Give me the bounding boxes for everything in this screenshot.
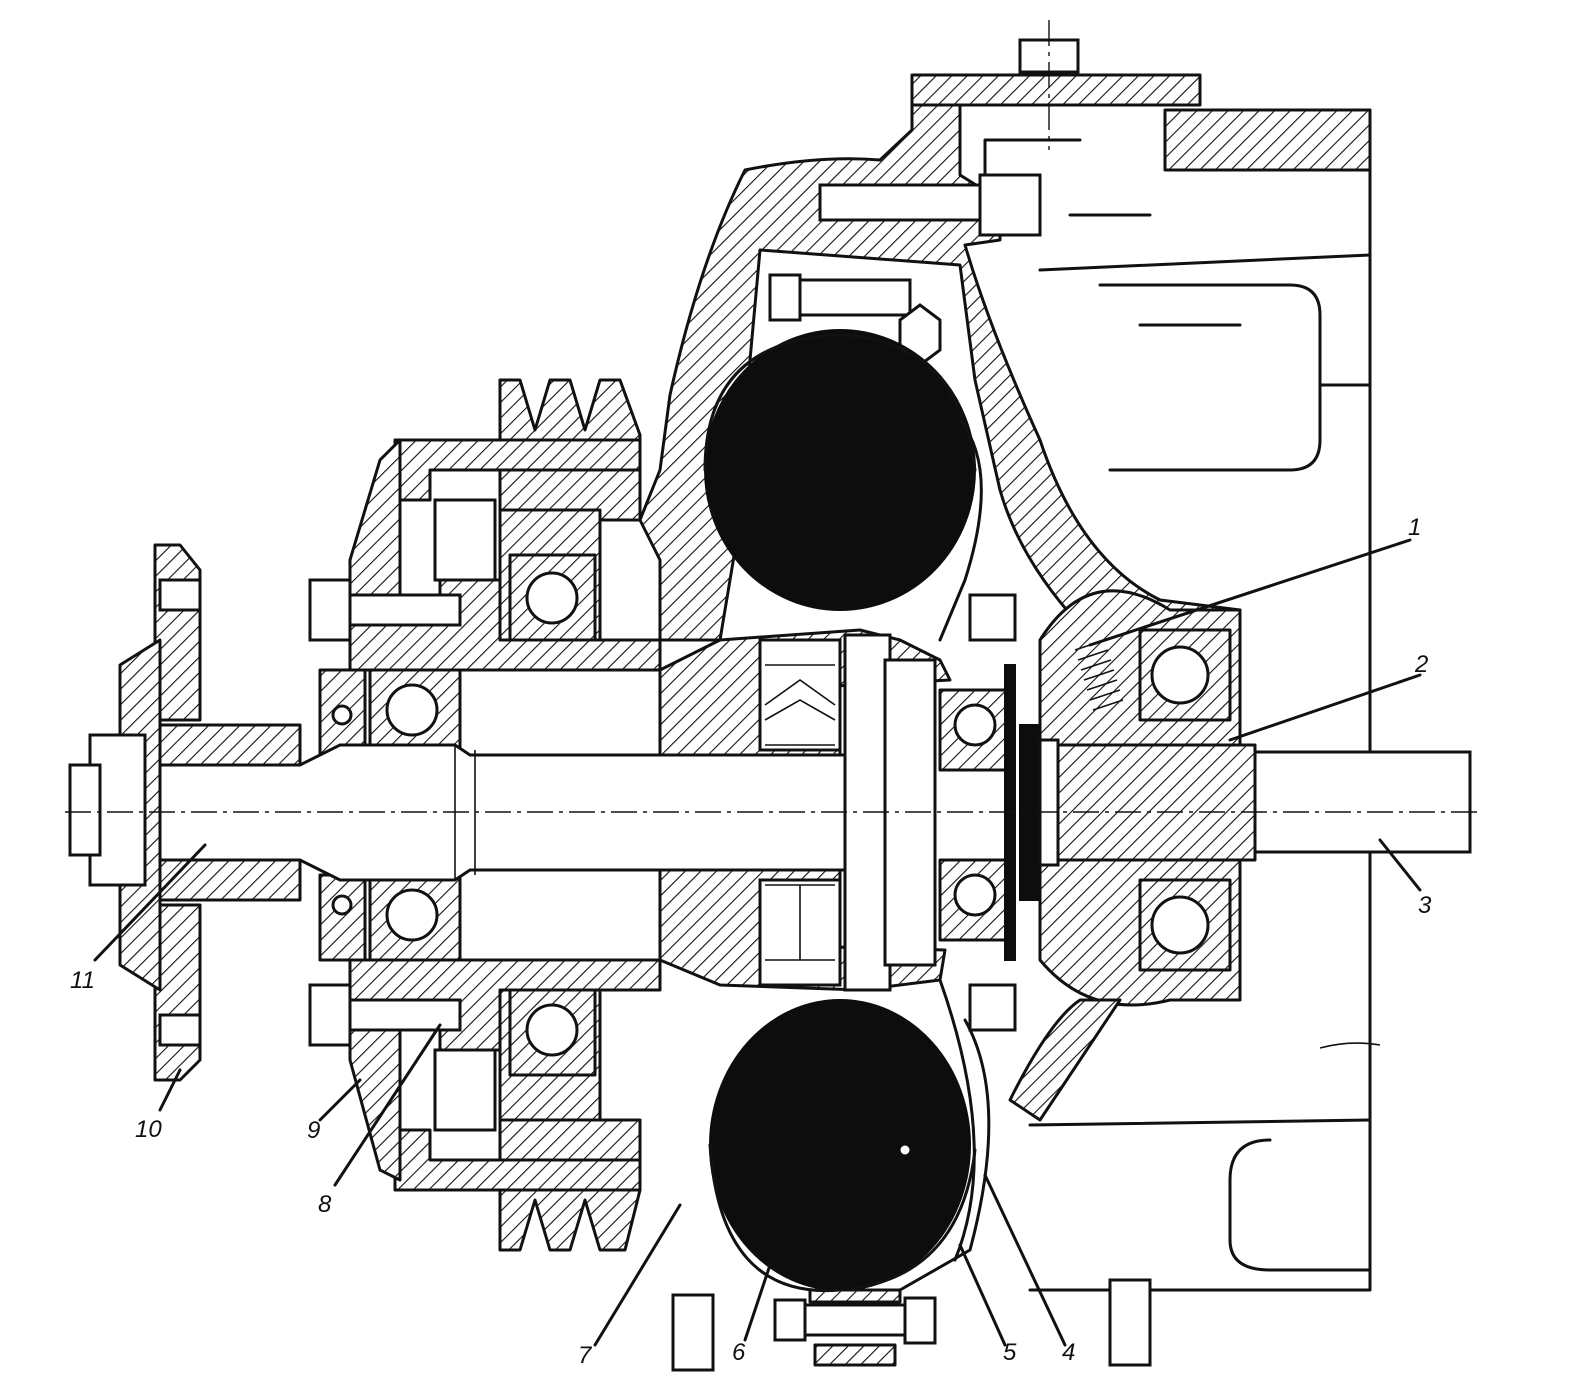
- v-belt-pulley-upper: [393, 378, 642, 522]
- drive-flange: [68, 543, 202, 1082]
- gearbox-housing: [1028, 108, 1381, 1292]
- output-shaft: [1038, 738, 1472, 867]
- v-belt-pulley-lower: [393, 1118, 642, 1252]
- callout-10: 10: [135, 1116, 162, 1143]
- callout-8: 8: [318, 1191, 332, 1218]
- callout-labels: 1 2 3 4 5 6 7 8 9 10 11: [70, 514, 1432, 1369]
- callout-6: 6: [732, 1339, 746, 1366]
- callout-11: 11: [70, 967, 95, 994]
- callout-3: 3: [1418, 892, 1432, 919]
- top-cover-plate: [910, 20, 1202, 150]
- callout-2: 2: [1414, 651, 1428, 678]
- callout-4: 4: [1062, 1339, 1075, 1366]
- leader-lines: [93, 538, 1422, 1347]
- callout-9: 9: [307, 1117, 320, 1144]
- coupling-torus: [703, 329, 991, 1293]
- ball-bearings: [318, 553, 1232, 1077]
- callout-5: 5: [1003, 1339, 1017, 1366]
- callout-1: 1: [1408, 514, 1421, 541]
- callout-7: 7: [578, 1342, 593, 1369]
